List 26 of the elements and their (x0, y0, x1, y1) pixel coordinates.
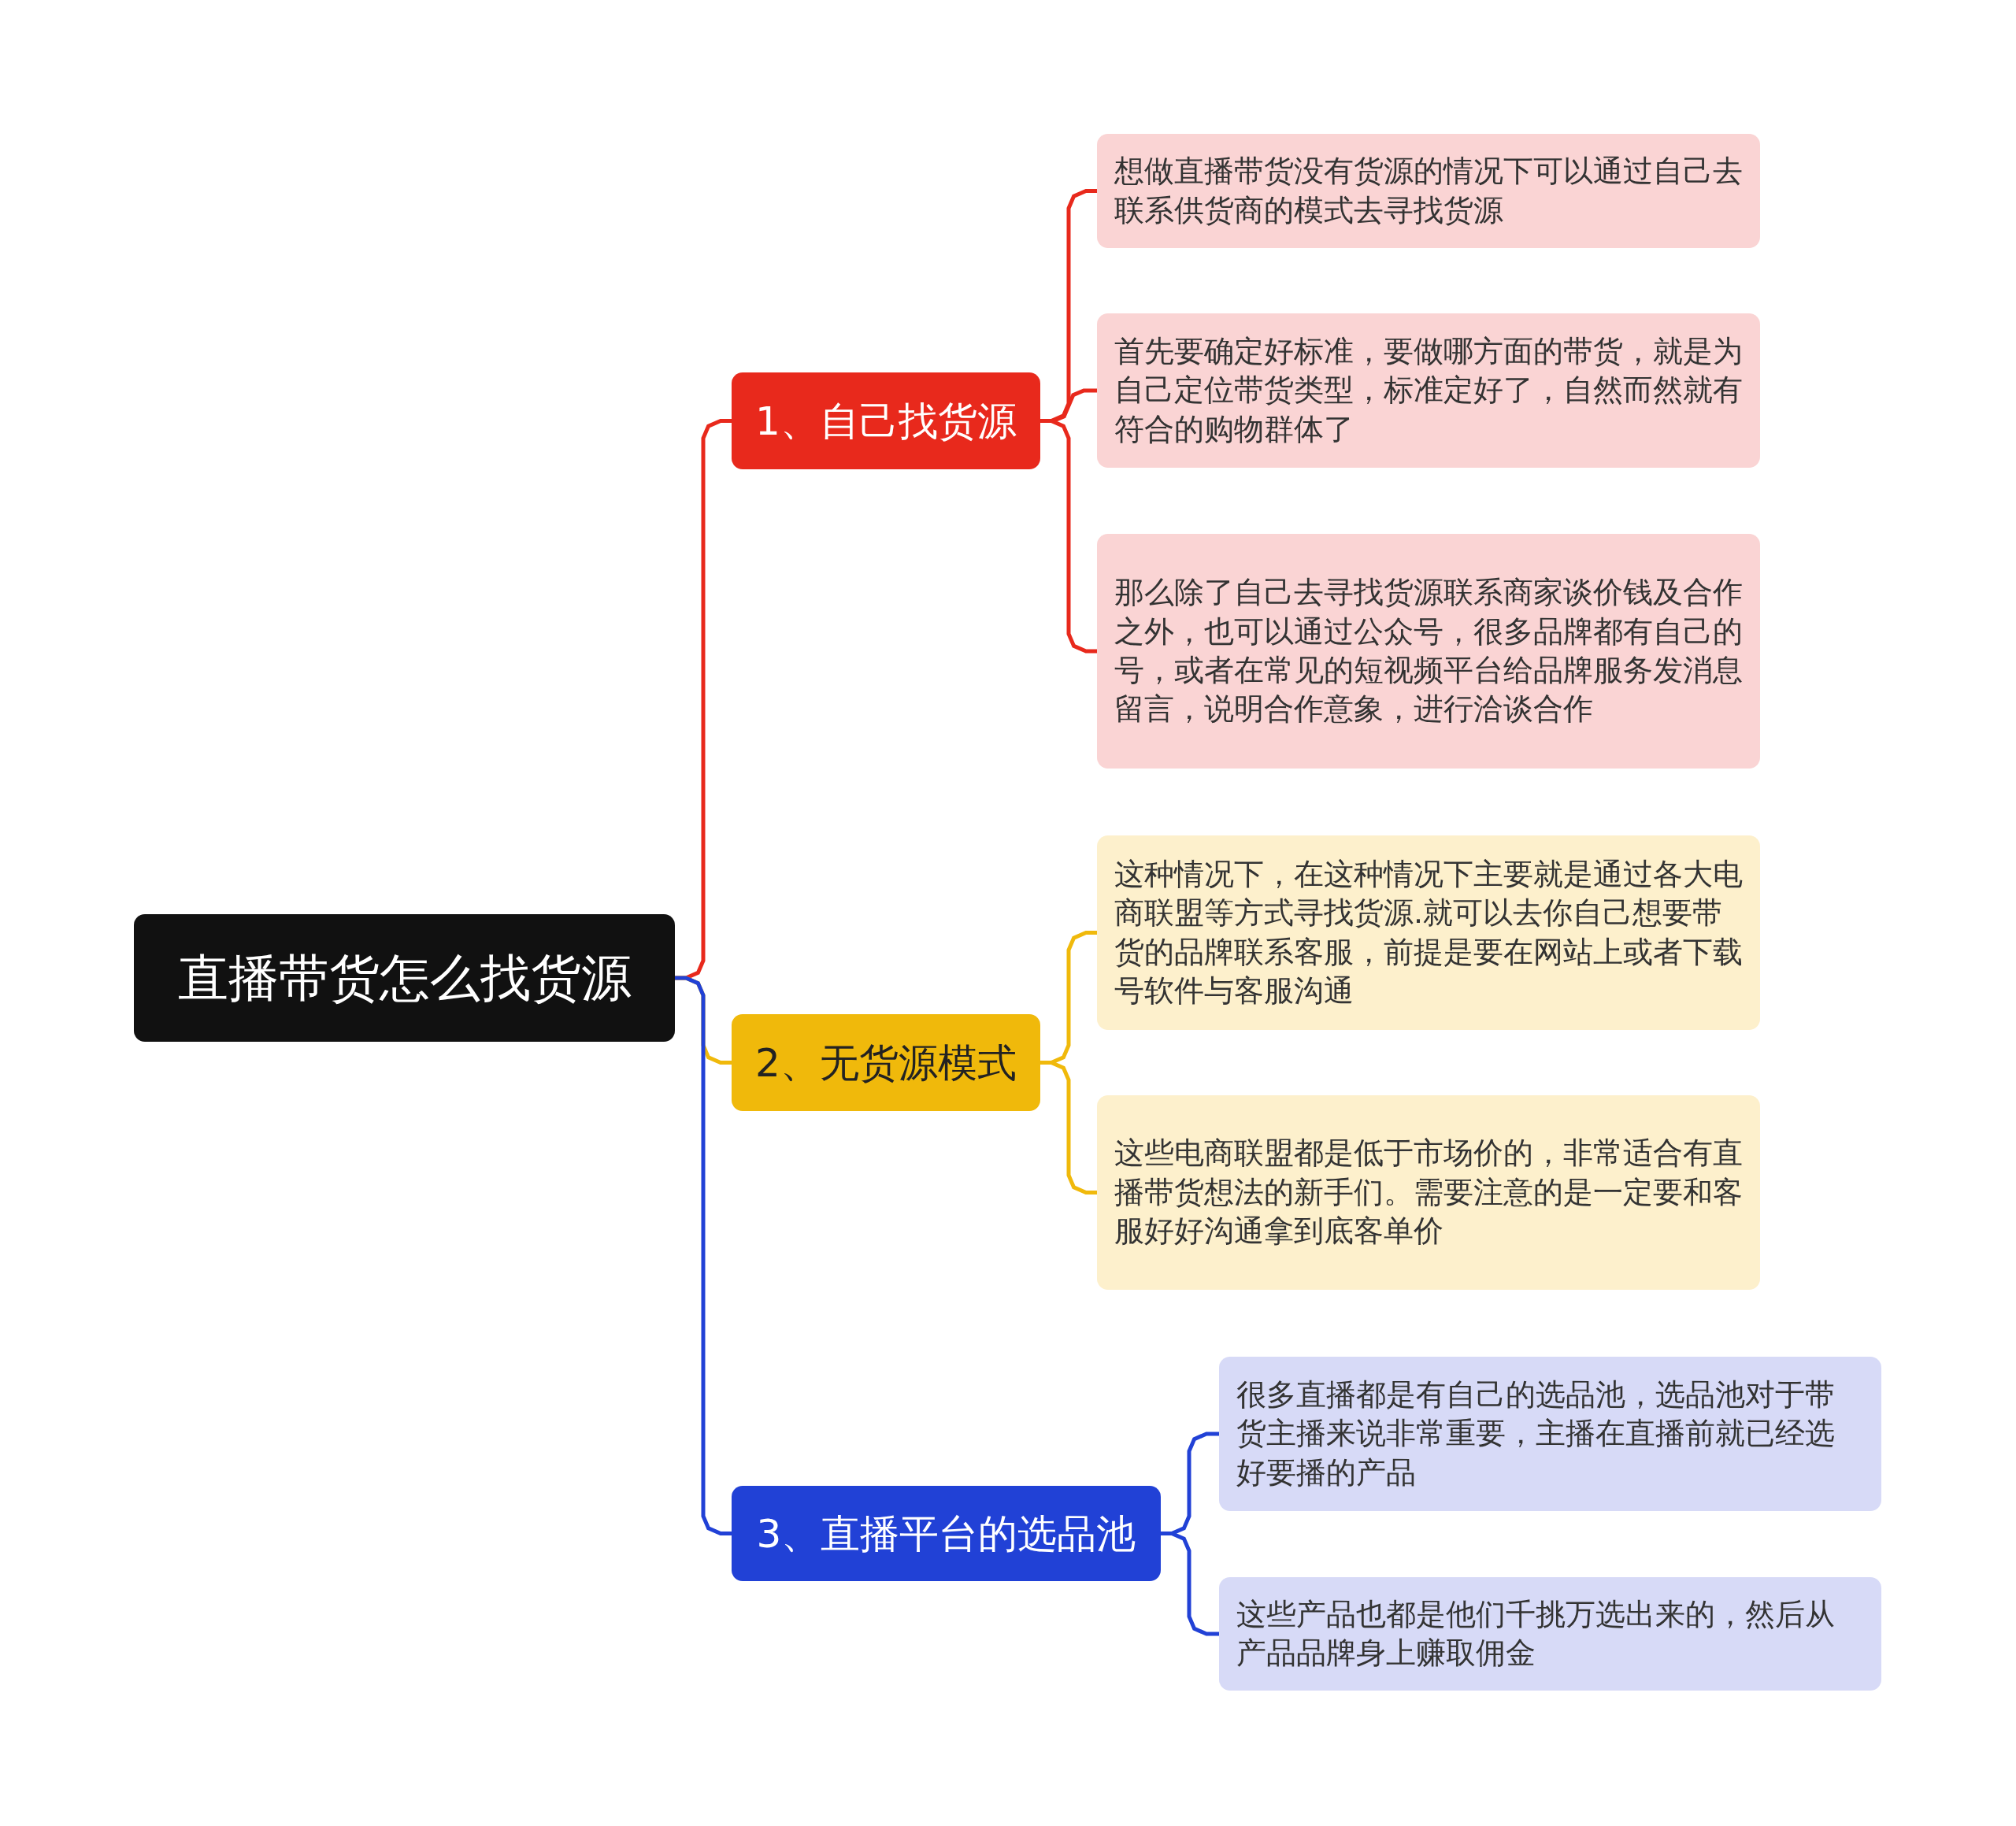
subtopic-text: 这种情况下，在这种情况下主要就是通过各大电商联盟等方式寻找货源.就可以去你自己想要带货的品牌联系客服，前提是要在网站上或者下载号软件与客服沟通 (1114, 855, 1743, 1009)
subtopic-text: 首先要确定好标准，要做哪方面的带货，就是为自己定位带货类型，标准定好了，自然而然就有符合的购物群体了 (1114, 332, 1743, 448)
subtopic-text: 很多直播都是有自己的选品池，选品池对于带货主播来说非常重要，主播在直播前就已经选好要播的产品 (1236, 1376, 1836, 1491)
branch-topic-text: 3、直播平台的选品池 (756, 1509, 1136, 1557)
subtopic-text: 那么除了自己去寻找货源联系商家谈价钱及合作之外，也可以通过公众号，很多品牌都有自己的号，或者在常见的短视频平台给品牌服务发消息留言，说明合作意象，进行洽谈合作 (1114, 574, 1743, 728)
subtopic-box (1097, 313, 1760, 468)
subtopic-box (1219, 1577, 1881, 1691)
subtopic-box (1097, 1095, 1760, 1290)
branch-topic-box (732, 1486, 1161, 1581)
connector-line (675, 976, 732, 1535)
branch-topic-text: 1、自己找货源 (755, 397, 1017, 445)
central-topic-text: 直播带货怎么找货源 (177, 947, 632, 1009)
subtopic-box (1097, 835, 1760, 1030)
branch-topic-box (732, 372, 1040, 469)
subtopic-text: 想做直播带货没有货源的情况下可以通过自己去联系供货商的模式去寻找货源 (1114, 153, 1743, 229)
connector-line (1161, 1532, 1219, 1636)
branch-topic-text: 2、无货源模式 (755, 1039, 1017, 1087)
subtopic-text: 这些电商联盟都是低于市场价的，非常适合有直播带货想法的新手们。需要注意的是一定要和客服好好沟通拿到底客单价 (1114, 1135, 1743, 1250)
subtopic-box (1219, 1357, 1881, 1511)
central-topic-box (134, 914, 675, 1042)
subtopic-box (1097, 134, 1760, 248)
branch-topic-box (732, 1014, 1040, 1111)
subtopic-box (1097, 534, 1760, 769)
connector-line (1040, 419, 1097, 654)
subtopic-text: 这些产品也都是他们千挑万选出来的，然后从产品品牌身上赚取佣金 (1236, 1595, 1836, 1672)
connector-line (1040, 1061, 1097, 1194)
